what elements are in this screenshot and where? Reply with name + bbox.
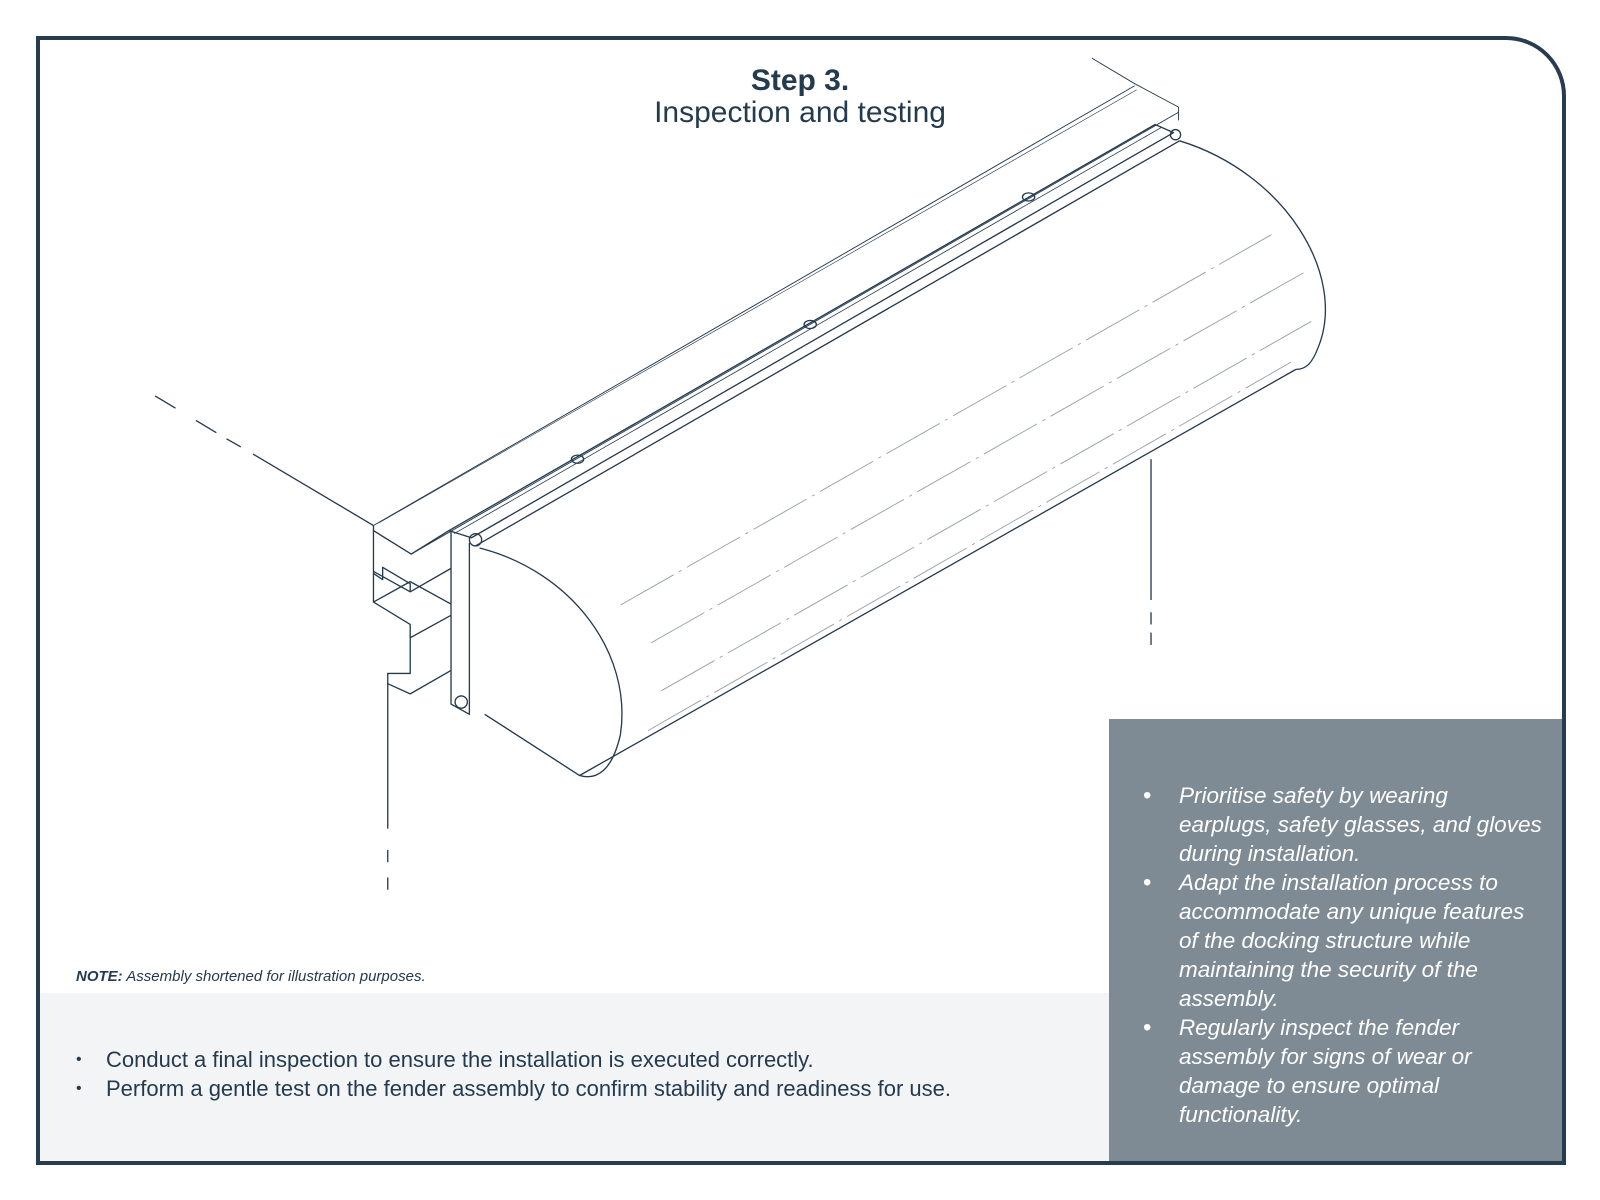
mounting-rail	[448, 123, 1182, 715]
step-title: Inspection and testing	[654, 96, 946, 129]
tip-item: Prioritise safety by wearing earplugs, s…	[1143, 781, 1543, 868]
safety-tips-panel: Prioritise safety by wearing earplugs, s…	[1109, 719, 1562, 1161]
tip-item: Adapt the installation process to accomm…	[1143, 868, 1543, 1013]
note-label: NOTE:	[76, 968, 123, 985]
fender-body	[475, 140, 1327, 778]
instruction-item: Conduct a final inspection to ensure the…	[76, 1045, 951, 1074]
note-text: Assembly shortened for illustration purp…	[126, 968, 426, 985]
tip-item: Regularly inspect the fender assembly fo…	[1143, 1013, 1543, 1129]
bolt-icons	[570, 192, 1036, 464]
step-number: Step 3.	[750, 64, 850, 97]
illustration-note: NOTE: Assembly shortened for illustratio…	[76, 968, 426, 985]
instructions-list: Conduct a final inspection to ensure the…	[76, 1045, 951, 1103]
instruction-item: Perform a gentle test on the fender asse…	[76, 1074, 951, 1103]
instructions-section: Conduct a final inspection to ensure the…	[40, 993, 1110, 1161]
dock-deck	[154, 57, 1180, 555]
tips-list: Prioritise safety by wearing earplugs, s…	[1143, 781, 1543, 1129]
fender-surface-lines	[620, 234, 1312, 732]
dock-face-profile	[372, 530, 452, 890]
